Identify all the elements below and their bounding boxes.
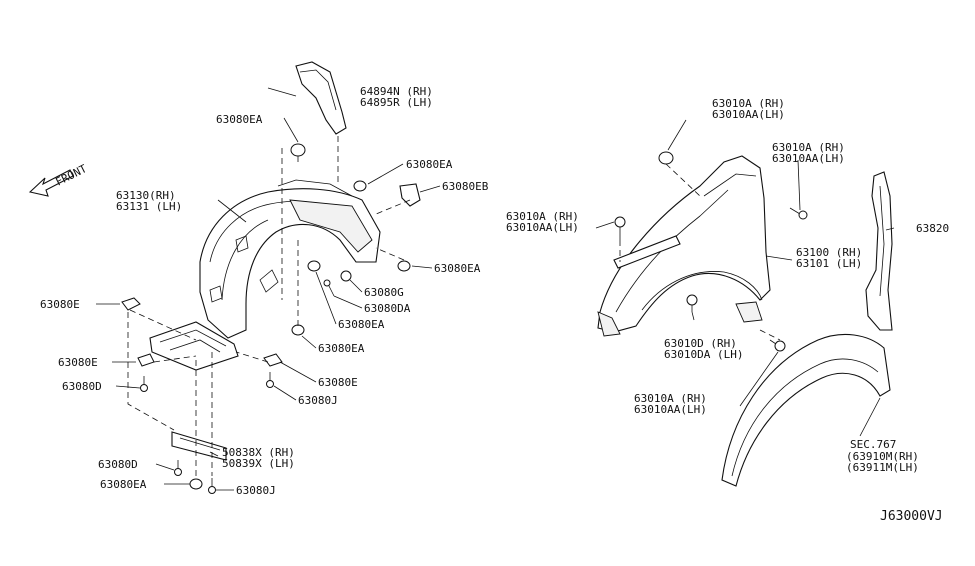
bolt-icon-63080J-a bbox=[266, 372, 274, 388]
label-63080D-b: 63080D bbox=[98, 458, 138, 471]
fender-bracket bbox=[613, 235, 681, 269]
label-SEC767: SEC.767 bbox=[850, 438, 896, 451]
label-63080EA-mid: 63080EA bbox=[434, 262, 481, 275]
label-50838X: 50838X (RH) bbox=[222, 446, 295, 459]
label-63080G: 63080G bbox=[364, 286, 404, 299]
label-63080DA: 63080DA bbox=[364, 302, 411, 315]
bolt-icon-63080DA bbox=[323, 279, 335, 297]
clip-icon-63080EA-low bbox=[307, 260, 321, 272]
label-63101: 63101 (LH) bbox=[796, 257, 862, 270]
label-63010AA-b: 63010AA(LH) bbox=[772, 152, 845, 165]
label-63131: 63131 (LH) bbox=[116, 200, 182, 213]
label-63080EB: 63080EB bbox=[442, 180, 489, 193]
bolt-icon-63010D bbox=[686, 294, 698, 312]
front-direction-label: FRONT bbox=[53, 162, 89, 189]
splash-shield-64894N bbox=[295, 61, 347, 135]
retainer-icon-63080E-b bbox=[137, 353, 155, 367]
clip-icon-63080EA-right bbox=[353, 180, 367, 192]
fender-liner-63130 bbox=[199, 179, 381, 339]
label-64894N: 64894N (RH) bbox=[360, 85, 433, 98]
label-63820: 63820 bbox=[916, 222, 949, 235]
label-63100: 63100 (RH) bbox=[796, 246, 862, 259]
label-63010AA-a: 63010AA(LH) bbox=[712, 108, 785, 121]
bracket-icon-63080EB bbox=[399, 183, 421, 207]
undercover-lower bbox=[149, 321, 239, 371]
label-63080D-a: 63080D bbox=[62, 380, 102, 393]
clip-icon-63080EA-bottom bbox=[291, 324, 305, 336]
label-63010AA-c: 63010AA(LH) bbox=[506, 221, 579, 234]
label-63911M: (63911M(LH) bbox=[846, 461, 919, 474]
label-64895R: 64895R (LH) bbox=[360, 96, 433, 109]
label-50839X: 50839X (LH) bbox=[222, 457, 295, 470]
bolt-icon-63080D-b bbox=[174, 460, 182, 476]
label-63080E-c: 63080E bbox=[318, 376, 358, 389]
label-63080E-a: 63080E bbox=[40, 298, 80, 311]
clip-icon-63010A-top bbox=[658, 151, 674, 165]
label-63010DA: 63010DA (LH) bbox=[664, 348, 743, 361]
bolt-icon-63010A-low bbox=[769, 339, 786, 352]
label-63910M: (63910M(RH) bbox=[846, 450, 919, 463]
retainer-icon-63080E-c bbox=[263, 353, 283, 367]
label-63010A-c: 63010A (RH) bbox=[506, 210, 579, 223]
bolt-icon-63010A-left bbox=[614, 216, 626, 240]
label-63010D: 63010D (RH) bbox=[664, 337, 737, 350]
label-63010A-a: 63010A (RH) bbox=[712, 97, 785, 110]
bolt-icon-63010A-side bbox=[789, 207, 808, 220]
bolt-icon-63080D-a bbox=[140, 376, 148, 392]
label-63080J-b: 63080J bbox=[236, 484, 276, 497]
diagram-reference-code: J63000VJ bbox=[880, 509, 943, 524]
clip-icon-63080EA-top bbox=[290, 143, 306, 162]
front-arrow-icon bbox=[28, 169, 74, 197]
clip-icon-63080G bbox=[340, 270, 352, 282]
fender-seal-63820 bbox=[865, 171, 893, 331]
clip-icon-63080EA-foot bbox=[189, 478, 203, 490]
label-63080E-b: 63080E bbox=[58, 356, 98, 369]
label-63010A-d: 63010A (RH) bbox=[634, 392, 707, 405]
wheel-arch-molding-63910M bbox=[721, 333, 891, 487]
label-63080EA-top: 63080EA bbox=[216, 113, 263, 126]
label-63010AA-d: 63010AA(LH) bbox=[634, 403, 707, 416]
label-63080EA-right: 63080EA bbox=[406, 158, 453, 171]
bolt-icon-63080J-b bbox=[208, 478, 216, 494]
label-63130: 63130(RH) bbox=[116, 189, 176, 202]
retainer-icon-63080E-a bbox=[121, 297, 141, 311]
front-fender-63100 bbox=[597, 155, 771, 337]
clip-icon-63080EA-mid bbox=[397, 260, 411, 272]
label-63080J-a: 63080J bbox=[298, 394, 338, 407]
label-63080EA-bottom: 63080EA bbox=[318, 342, 365, 355]
label-63010A-b: 63010A (RH) bbox=[772, 141, 845, 154]
label-63080EA-low: 63080EA bbox=[338, 318, 385, 331]
label-63080EA-foot: 63080EA bbox=[100, 478, 147, 491]
